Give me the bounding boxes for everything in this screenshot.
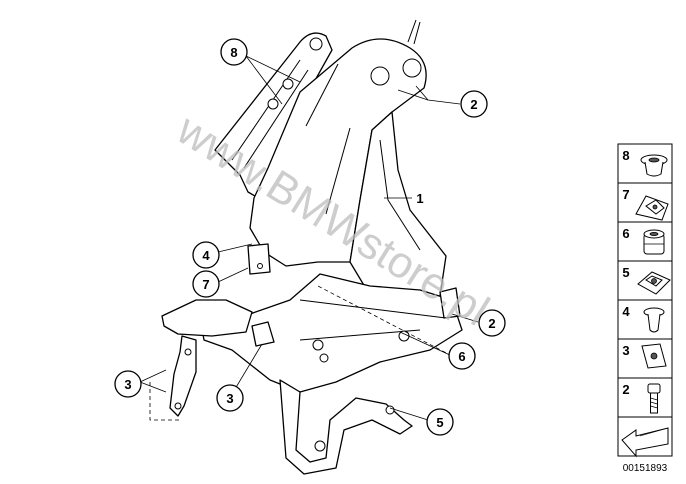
- sidebar-item-7[interactable]: 7: [622, 187, 669, 221]
- spring-clip-icon: [635, 195, 669, 221]
- callout-3-left[interactable]: 3: [114, 370, 142, 398]
- sidebar-item-2[interactable]: 2: [622, 382, 661, 414]
- leader-lines: [139, 55, 479, 421]
- svg-text:3: 3: [124, 377, 131, 392]
- callout-1[interactable]: 1: [416, 191, 423, 206]
- svg-text:2: 2: [488, 316, 495, 331]
- svg-text:5: 5: [436, 415, 443, 430]
- svg-text:7: 7: [202, 277, 209, 292]
- svg-text:1: 1: [416, 191, 423, 206]
- sidebar-item-8[interactable]: 8: [622, 148, 668, 177]
- svg-text:6: 6: [458, 349, 465, 364]
- sidebar-item-5[interactable]: 5: [622, 265, 671, 295]
- nut-icon: [637, 271, 671, 295]
- svg-text:3: 3: [622, 343, 629, 358]
- sidebar-item-4[interactable]: 4: [622, 304, 665, 333]
- svg-text:7: 7: [622, 187, 629, 202]
- pedal-bracket-assembly: [161, 19, 463, 475]
- next-arrow-icon[interactable]: [621, 427, 669, 458]
- bolt-icon: [647, 383, 661, 414]
- parts-sidebar: 8 7 6 5: [617, 143, 673, 458]
- svg-text:3: 3: [226, 391, 233, 406]
- callout-2-right[interactable]: 2: [478, 309, 506, 337]
- clip-nut-icon: [641, 343, 667, 369]
- bushing-icon: [643, 229, 665, 255]
- svg-text:6: 6: [622, 226, 629, 241]
- svg-text:8: 8: [230, 45, 237, 60]
- grommet-icon: [640, 154, 668, 177]
- sidebar-item-6[interactable]: 6: [622, 226, 665, 255]
- callout-7[interactable]: 7: [192, 270, 220, 298]
- callout-4[interactable]: 4: [192, 241, 220, 269]
- catalog-number: 00151893: [623, 463, 668, 474]
- callout-3-center[interactable]: 3: [216, 384, 244, 412]
- expanding-rivet-icon: [643, 307, 665, 333]
- svg-text:8: 8: [622, 148, 629, 163]
- callout-8[interactable]: 8: [220, 38, 248, 66]
- svg-text:4: 4: [202, 248, 210, 263]
- callout-2-top[interactable]: 2: [460, 90, 488, 118]
- svg-text:5: 5: [622, 265, 629, 280]
- callout-6[interactable]: 6: [448, 342, 476, 370]
- svg-text:2: 2: [622, 382, 629, 397]
- sidebar-item-3[interactable]: 3: [622, 343, 667, 369]
- callout-5[interactable]: 5: [426, 408, 454, 436]
- svg-text:4: 4: [622, 304, 630, 319]
- svg-text:2: 2: [470, 97, 477, 112]
